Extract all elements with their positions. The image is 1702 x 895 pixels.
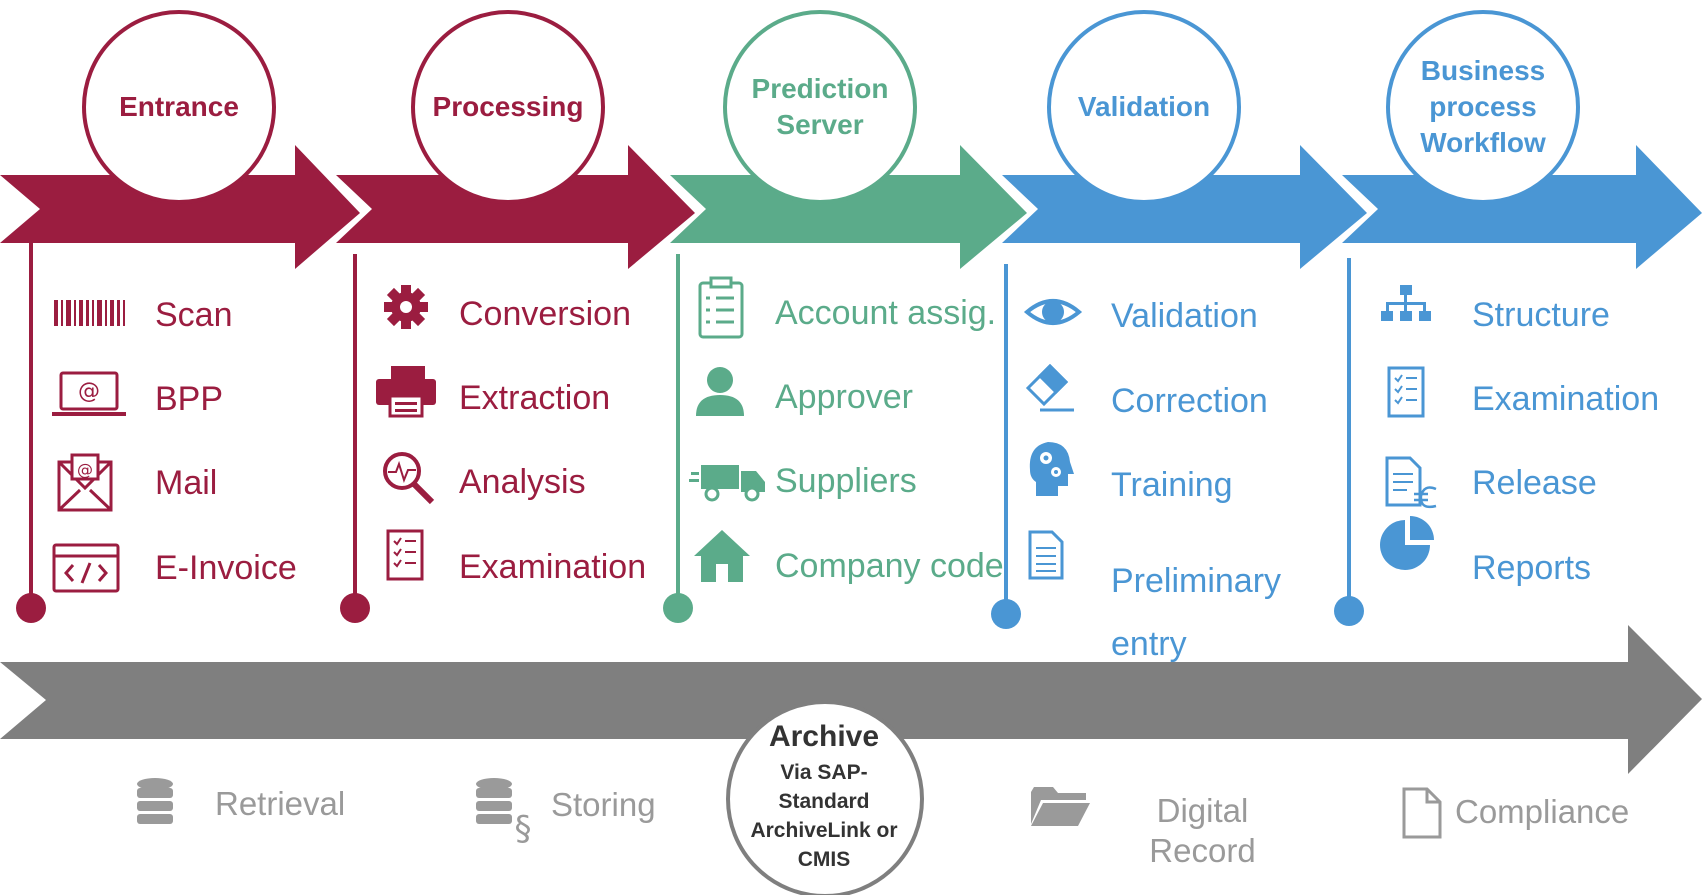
clipboard-icon [698, 276, 744, 339]
item-label-conversion: Conversion [459, 295, 631, 333]
eraser-icon [1025, 363, 1074, 412]
code-window-icon [52, 543, 120, 593]
archive-item-retrieval: Retrieval [215, 785, 346, 822]
item-label-training: Training [1111, 466, 1233, 504]
document-icon [1028, 530, 1064, 580]
folder-icon [1031, 787, 1090, 826]
barcode-icon [54, 300, 125, 326]
person-icon [696, 367, 744, 416]
archive-item-digital-record: Digital Record [1149, 792, 1256, 869]
svg-text:@: @ [77, 460, 93, 479]
item-label-scan: Scan [155, 296, 233, 334]
truck-icon [689, 465, 765, 502]
archive-circle [726, 700, 924, 895]
stage-title-entrance: Entrance [119, 91, 239, 122]
checklist-icon [1387, 366, 1425, 418]
timeline-workflow [1334, 258, 1364, 626]
item-label-validation: Validation [1111, 297, 1258, 335]
archive-item-storing: Storing [551, 786, 656, 823]
stage-title-prediction: Prediction Server [751, 73, 889, 140]
item-label-examination: Examination [459, 548, 647, 586]
archive-title: Archive [768, 720, 880, 753]
archive-subtitle: Via SAP-Standard ArchiveLink or CMIS [750, 761, 898, 871]
house-icon [694, 530, 750, 582]
archive-item-compliance: Compliance [1455, 793, 1630, 830]
stage-circle-prediction [723, 10, 917, 204]
timeline-validation [991, 264, 1021, 629]
database-icon [137, 778, 173, 824]
gear-icon [384, 285, 428, 329]
timeline-processing [340, 254, 370, 623]
svg-text:§: § [515, 809, 532, 849]
envelope-at-icon: @ [57, 453, 113, 512]
stage-circle-entrance [82, 10, 276, 204]
item-label-account-assig: Account assig. [775, 294, 997, 332]
org-chart-icon [1381, 285, 1431, 321]
magnifier-pulse-icon [383, 452, 435, 505]
stage-title-processing: Processing [432, 91, 584, 122]
item-label-suppliers: Suppliers [775, 462, 917, 500]
stage-circle-processing [411, 10, 605, 204]
archive-arrow [0, 625, 1702, 774]
timeline-prediction [663, 254, 693, 623]
item-label-reports: Reports [1472, 549, 1592, 587]
printer-icon [376, 366, 436, 418]
item-label-company-code: Company code [775, 547, 1004, 585]
checklist-icon [386, 529, 424, 581]
stage-arrow-entrance [0, 145, 360, 269]
document-euro-icon [1385, 456, 1437, 509]
item-label-preliminary-entry: Preliminary entry [1111, 562, 1282, 663]
database-paragraph-icon: § [476, 778, 532, 849]
timeline-entrance [16, 243, 46, 623]
stage-title-validation: Validation [1077, 91, 1211, 122]
eye-icon [1023, 299, 1083, 325]
item-label-correction: Correction [1111, 382, 1268, 420]
head-gears-icon [1029, 442, 1074, 496]
item-label-approver: Approver [775, 378, 913, 416]
item-label-mail: Mail [155, 464, 218, 502]
stage-circle-validation [1047, 10, 1241, 204]
stage-title-workflow: Business process Workflow [1420, 55, 1546, 158]
stage-arrow-processing [336, 145, 695, 269]
svg-text:@: @ [78, 379, 100, 404]
item-label-e-invoice: E-Invoice [155, 549, 297, 587]
item-label-bpp: BPP [155, 380, 224, 418]
file-icon [1402, 787, 1442, 839]
item-label-analysis: Analysis [459, 463, 586, 501]
item-label-extraction: Extraction [459, 379, 611, 417]
laptop-at-icon: @ [52, 371, 126, 416]
stage-circle-workflow [1386, 10, 1580, 204]
item-label-structure: Structure [1472, 296, 1610, 334]
item-label-examination: Examination [1472, 380, 1660, 418]
pie-chart-icon [1380, 516, 1434, 570]
item-label-release: Release [1472, 464, 1597, 502]
